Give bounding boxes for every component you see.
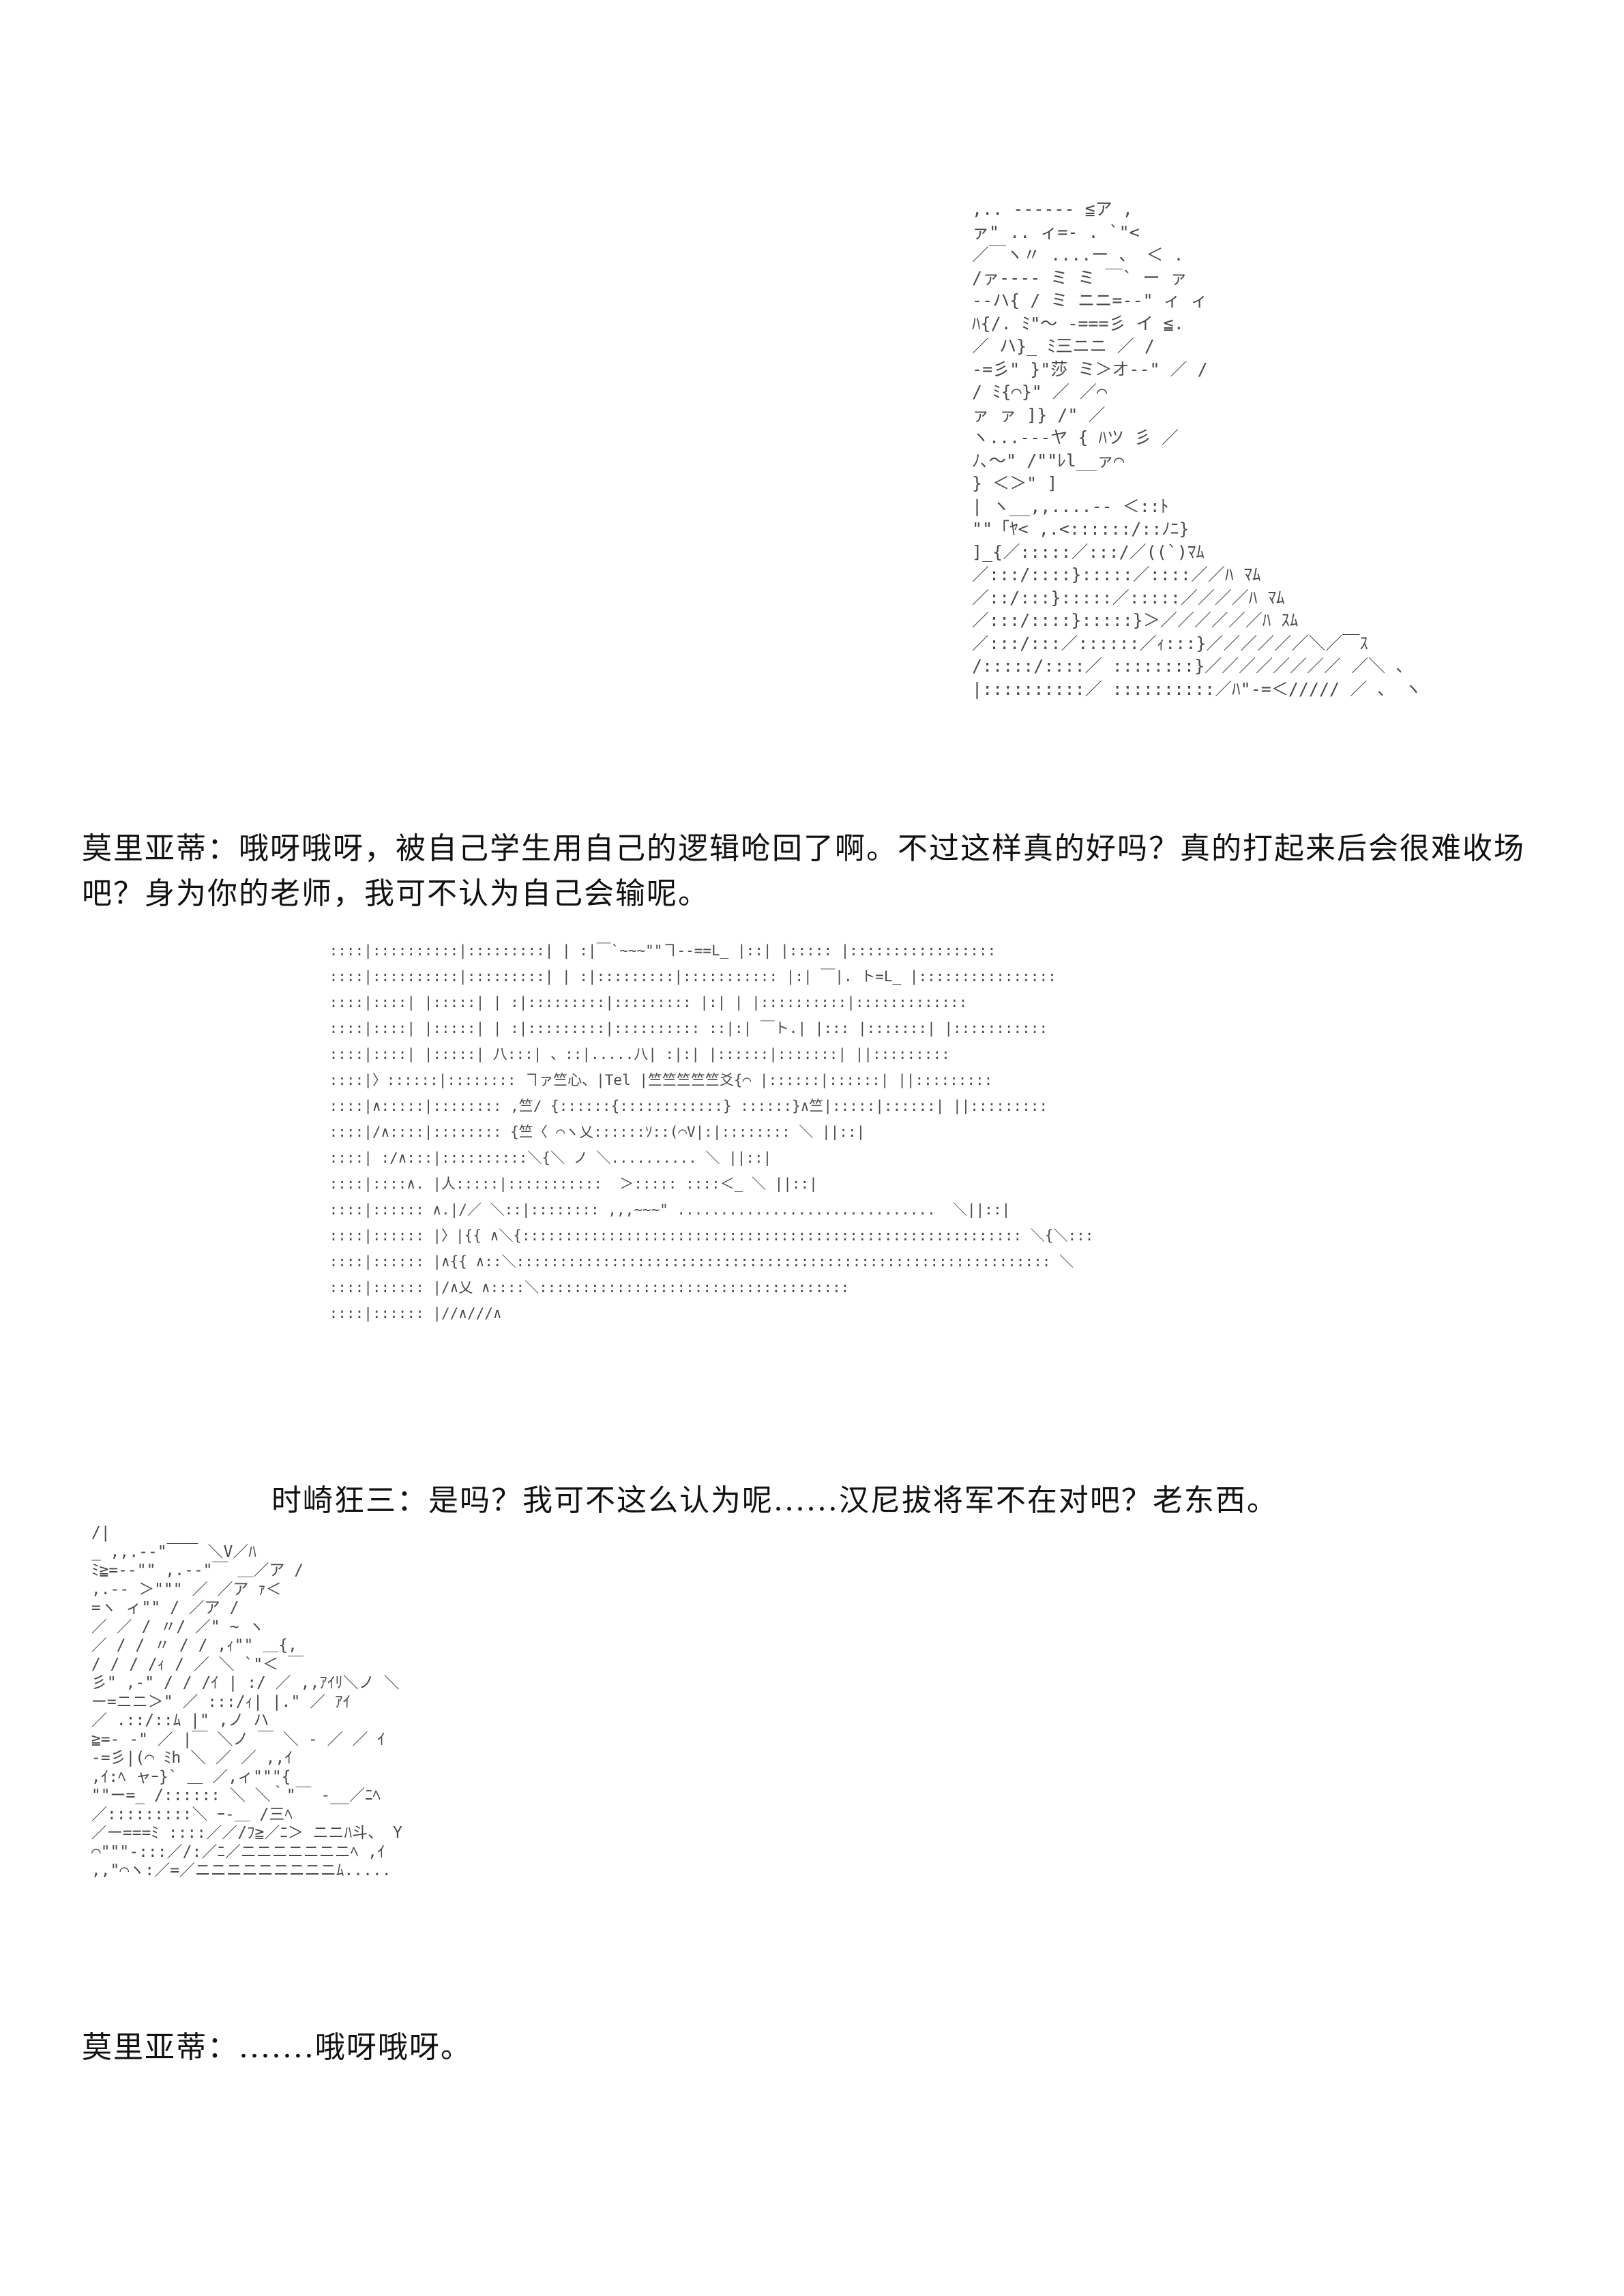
ascii-art-moriarty: ,.. ------ ≦ア , ァ" .. ィ=- . `"< ／￣ヽ〃 ...…: [972, 199, 1422, 699]
ascii-art-kurumi: /| _ ,,.-‐"￣￣ ＼V／ﾊ ﾐ≧=-‐"" ,.-‐"￣ ＿／ア / …: [91, 1524, 402, 1879]
dialogue-kurumi: 时崎狂三：是吗？我可不这么认为呢......汉尼拔将军不在对吧？老东西。: [271, 1483, 1278, 1518]
dialogue-moriarty-2: 莫里亚蒂：.......哦呀哦呀。: [82, 2030, 472, 2065]
ascii-art-scene: ::::|::::::::::|:::::::::| | :|￣`~~~""ヿ-…: [329, 942, 1094, 1322]
dialogue-moriarty-1: 莫里亚蒂：哦呀哦呀，被自己学生用自己的逻辑呛回了啊。不过这样真的好吗？真的打起来…: [82, 831, 1525, 911]
